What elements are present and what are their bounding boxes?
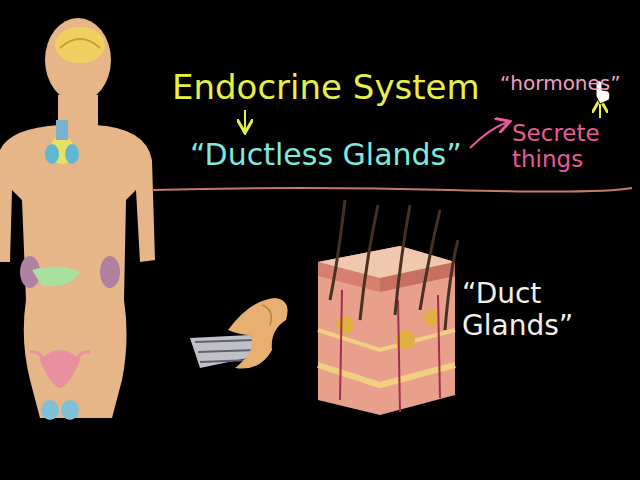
ductless-label: “Ductless Glands” [190, 138, 462, 173]
skin-illustration [318, 200, 458, 415]
pancreas-illustration [190, 298, 288, 369]
title-text: Endocrine System [172, 68, 480, 107]
arrow [244, 110, 246, 131]
hormones-label: “hormones” [500, 72, 621, 95]
arrow [470, 122, 508, 148]
duct-glands-label: “Duct Glands” [462, 278, 622, 342]
secrete-label: Secrete things [512, 120, 622, 173]
human-body [0, 18, 155, 420]
divider-line [152, 188, 632, 192]
